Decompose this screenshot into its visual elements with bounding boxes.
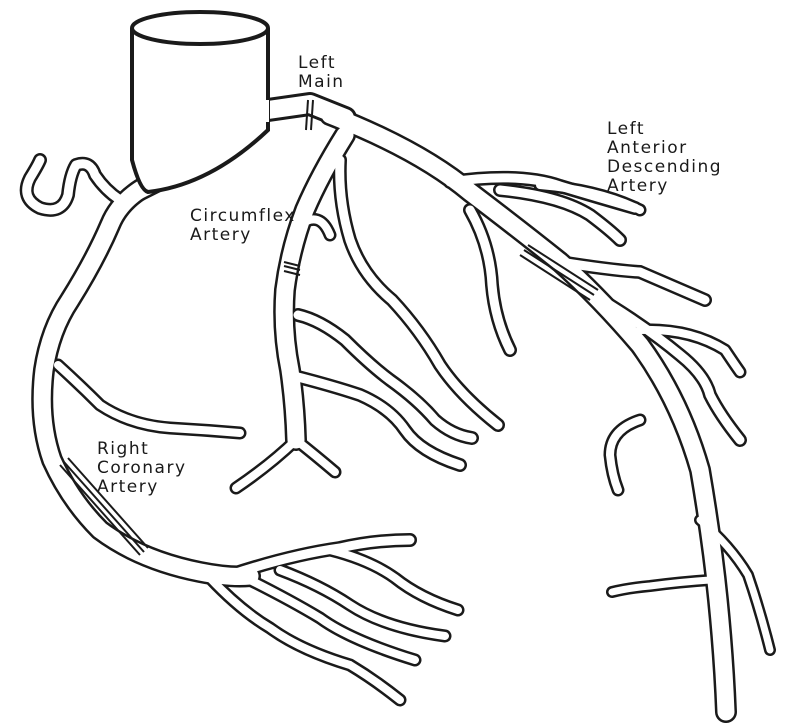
label-circumflex-artery: Circumflex Artery	[190, 207, 296, 245]
label-line: Right	[97, 440, 187, 459]
label-line: Main	[298, 73, 345, 92]
label-right-coronary-artery: Right Coronary Artery	[97, 440, 187, 497]
label-line: Artery	[607, 177, 722, 196]
label-line: Circumflex	[190, 207, 296, 226]
label-line: Anterior	[607, 139, 722, 158]
label-left-anterior-descending-artery: Left Anterior Descending Artery	[607, 120, 722, 196]
label-left-main: Left Main	[298, 54, 345, 92]
aorta	[132, 12, 268, 192]
label-line: Coronary	[97, 459, 187, 478]
label-line: Left	[607, 120, 722, 139]
label-line: Descending	[607, 158, 722, 177]
label-line: Artery	[97, 478, 187, 497]
label-line: Artery	[190, 226, 296, 245]
label-line: Left	[298, 54, 345, 73]
